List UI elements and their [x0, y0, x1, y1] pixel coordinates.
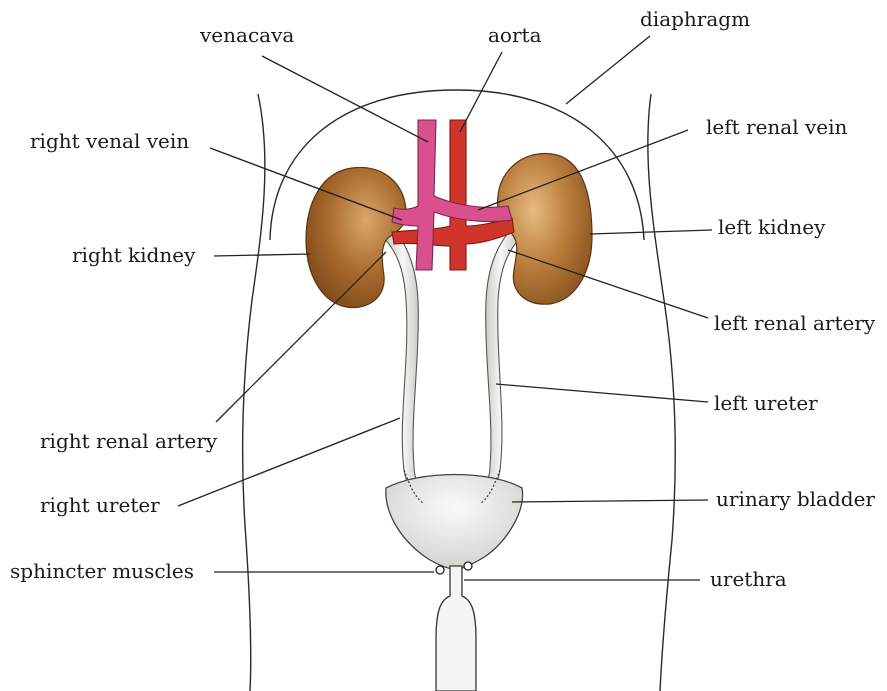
leader-left-kidney — [590, 230, 712, 234]
label-aorta: aorta — [488, 23, 542, 47]
label-right-kidney: right kidney — [72, 243, 196, 267]
label-diaphragm: diaphragm — [640, 7, 750, 31]
label-right-venal-vein: right venal vein — [30, 129, 189, 153]
label-right-ureter: right ureter — [40, 493, 160, 517]
leader-left-ureter — [496, 384, 708, 402]
leader-right-renal-artery — [216, 252, 386, 422]
label-left-renal-artery: left renal artery — [714, 311, 876, 335]
label-urethra: urethra — [710, 567, 787, 591]
label-right-renal-artery: right renal artery — [40, 429, 218, 453]
label-left-renal-vein: left renal vein — [706, 115, 848, 139]
label-left-kidney: left kidney — [718, 215, 826, 239]
urethra — [436, 566, 476, 691]
leader-urinary-bladder — [512, 500, 708, 502]
body-outline-right — [648, 94, 675, 691]
label-venacava: venacava — [199, 23, 294, 47]
aorta — [392, 120, 514, 270]
label-urinary-bladder: urinary bladder — [716, 487, 875, 511]
sphincter-muscle-left — [436, 566, 444, 574]
sphincter-muscle-right — [464, 562, 472, 570]
label-left-ureter: left ureter — [714, 391, 818, 415]
leader-venacava — [262, 56, 428, 142]
label-sphincter-muscles: sphincter muscles — [10, 559, 194, 583]
leader-diaphragm — [566, 36, 650, 104]
leader-right-kidney — [214, 254, 310, 256]
urinary-bladder — [386, 475, 523, 571]
